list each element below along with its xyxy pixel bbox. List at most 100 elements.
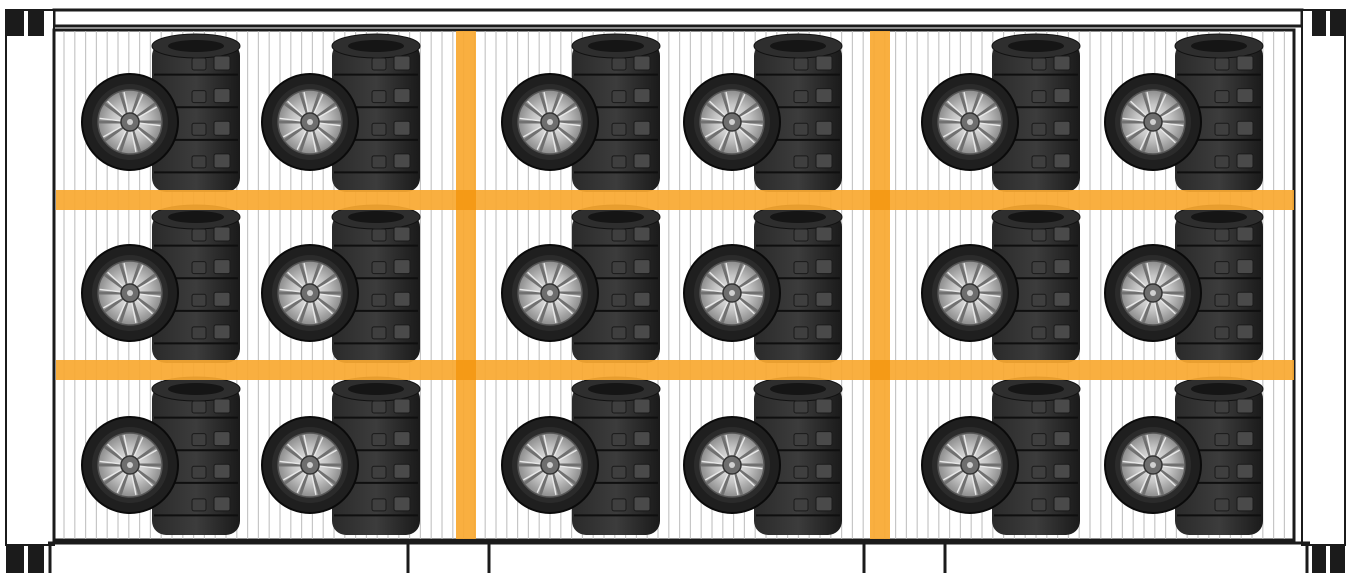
- tire-tread-block: [1237, 260, 1253, 274]
- horizontal-divider: [56, 360, 1294, 380]
- tire-tread-block: [1054, 260, 1070, 274]
- tire-tread-block: [1054, 432, 1070, 446]
- tire-tread-block: [214, 121, 230, 135]
- tire-tread-block: [816, 399, 832, 413]
- tire-stack-top-hole: [168, 40, 224, 52]
- tire-tread-block: [192, 434, 206, 446]
- tire-tread-block: [612, 229, 626, 241]
- wheel-hub-cap: [307, 119, 313, 125]
- tire-tread-block: [1032, 499, 1046, 511]
- tire-tread-block: [794, 327, 808, 339]
- tire-tread-block: [214, 497, 230, 511]
- wheel-hub-cap: [127, 290, 133, 296]
- tire-tread-block: [1215, 434, 1229, 446]
- divider-joint: [870, 360, 890, 380]
- tire-tread-block: [816, 227, 832, 241]
- tire-tread-block: [634, 227, 650, 241]
- tire-tread-block: [816, 121, 832, 135]
- tire-tread-block: [192, 294, 206, 306]
- wheel-hub-cap: [1150, 290, 1156, 296]
- wheel-hub-cap: [547, 462, 553, 468]
- tire-tread-block: [214, 154, 230, 168]
- tire-tread-block: [1032, 58, 1046, 70]
- tire-tread-block: [372, 91, 386, 103]
- tire-tread-block: [634, 121, 650, 135]
- tire-tread-block: [372, 294, 386, 306]
- tire-tread-block: [794, 229, 808, 241]
- horizontal-divider: [56, 190, 1294, 210]
- wheel-hub-cap: [729, 119, 735, 125]
- tire-tread-block: [612, 91, 626, 103]
- tire-tread-block: [634, 56, 650, 70]
- tire-tread-block: [394, 227, 410, 241]
- tire-tread-block: [214, 292, 230, 306]
- tire-tread-block: [634, 154, 650, 168]
- wheel-hub-cap: [127, 119, 133, 125]
- tire-tread-block: [794, 58, 808, 70]
- tire-tread-block: [372, 434, 386, 446]
- tire-tread-block: [612, 401, 626, 413]
- wheel-hub-cap: [1150, 119, 1156, 125]
- tire-tread-block: [1054, 325, 1070, 339]
- tire-tread-block: [1237, 154, 1253, 168]
- tire-tread-block: [634, 432, 650, 446]
- tire-tread-block: [394, 432, 410, 446]
- tire-tread-block: [1237, 399, 1253, 413]
- tire-tread-block: [192, 91, 206, 103]
- tire-tread-block: [1215, 91, 1229, 103]
- tire-tread-block: [1054, 292, 1070, 306]
- container-left-wall: [6, 10, 54, 545]
- tire-tread-block: [372, 466, 386, 478]
- wheel-hub-cap: [729, 462, 735, 468]
- tire-tread-block: [372, 401, 386, 413]
- tire-tread-block: [192, 229, 206, 241]
- tire-tread-block: [1215, 262, 1229, 274]
- corner-casting-top-left-inner: [28, 10, 44, 36]
- corner-casting-top-left: [6, 10, 24, 36]
- tire-tread-block: [1215, 499, 1229, 511]
- corner-casting-bottom-right-inner: [1330, 546, 1345, 573]
- tire-tread-block: [214, 325, 230, 339]
- tire-tread-block: [612, 294, 626, 306]
- tire-tread-block: [372, 499, 386, 511]
- corner-casting-bottom-right: [1312, 546, 1326, 573]
- tire-stack-top-hole: [1008, 211, 1064, 223]
- corner-casting-bottom-left: [6, 546, 24, 573]
- tire-tread-block: [1237, 56, 1253, 70]
- tire-stack-top-hole: [770, 211, 826, 223]
- corner-casting-bottom-left-inner: [28, 546, 44, 573]
- tire-tread-block: [1237, 497, 1253, 511]
- tire-tread-block: [794, 156, 808, 168]
- tire-tread-block: [214, 56, 230, 70]
- tire-stack-top-hole: [1191, 383, 1247, 395]
- wheel-hub-cap: [547, 290, 553, 296]
- tire-tread-block: [372, 262, 386, 274]
- tire-tread-block: [794, 499, 808, 511]
- tire-stack-top-hole: [1191, 40, 1247, 52]
- tire-tread-block: [372, 229, 386, 241]
- corner-casting-top-right: [1312, 10, 1326, 36]
- wheel-hub-cap: [547, 119, 553, 125]
- tire-tread-block: [1032, 327, 1046, 339]
- wheel-hub-cap: [1150, 462, 1156, 468]
- tire-tread-block: [372, 123, 386, 135]
- tire-tread-block: [394, 260, 410, 274]
- tire-tread-block: [214, 89, 230, 103]
- tire-tread-block: [794, 262, 808, 274]
- tire-tread-block: [1054, 497, 1070, 511]
- tire-tread-block: [816, 56, 832, 70]
- tire-tread-block: [214, 399, 230, 413]
- tire-tread-block: [816, 325, 832, 339]
- tire-tread-block: [634, 260, 650, 274]
- tire-tread-block: [192, 123, 206, 135]
- tire-tread-block: [634, 89, 650, 103]
- tire-tread-block: [1237, 432, 1253, 446]
- tire-tread-block: [372, 327, 386, 339]
- tire-tread-block: [394, 89, 410, 103]
- tire-tread-block: [394, 154, 410, 168]
- tire-tread-block: [634, 399, 650, 413]
- wheel-hub-cap: [967, 119, 973, 125]
- tire-tread-block: [1215, 401, 1229, 413]
- tire-tread-block: [192, 327, 206, 339]
- tire-tread-block: [394, 497, 410, 511]
